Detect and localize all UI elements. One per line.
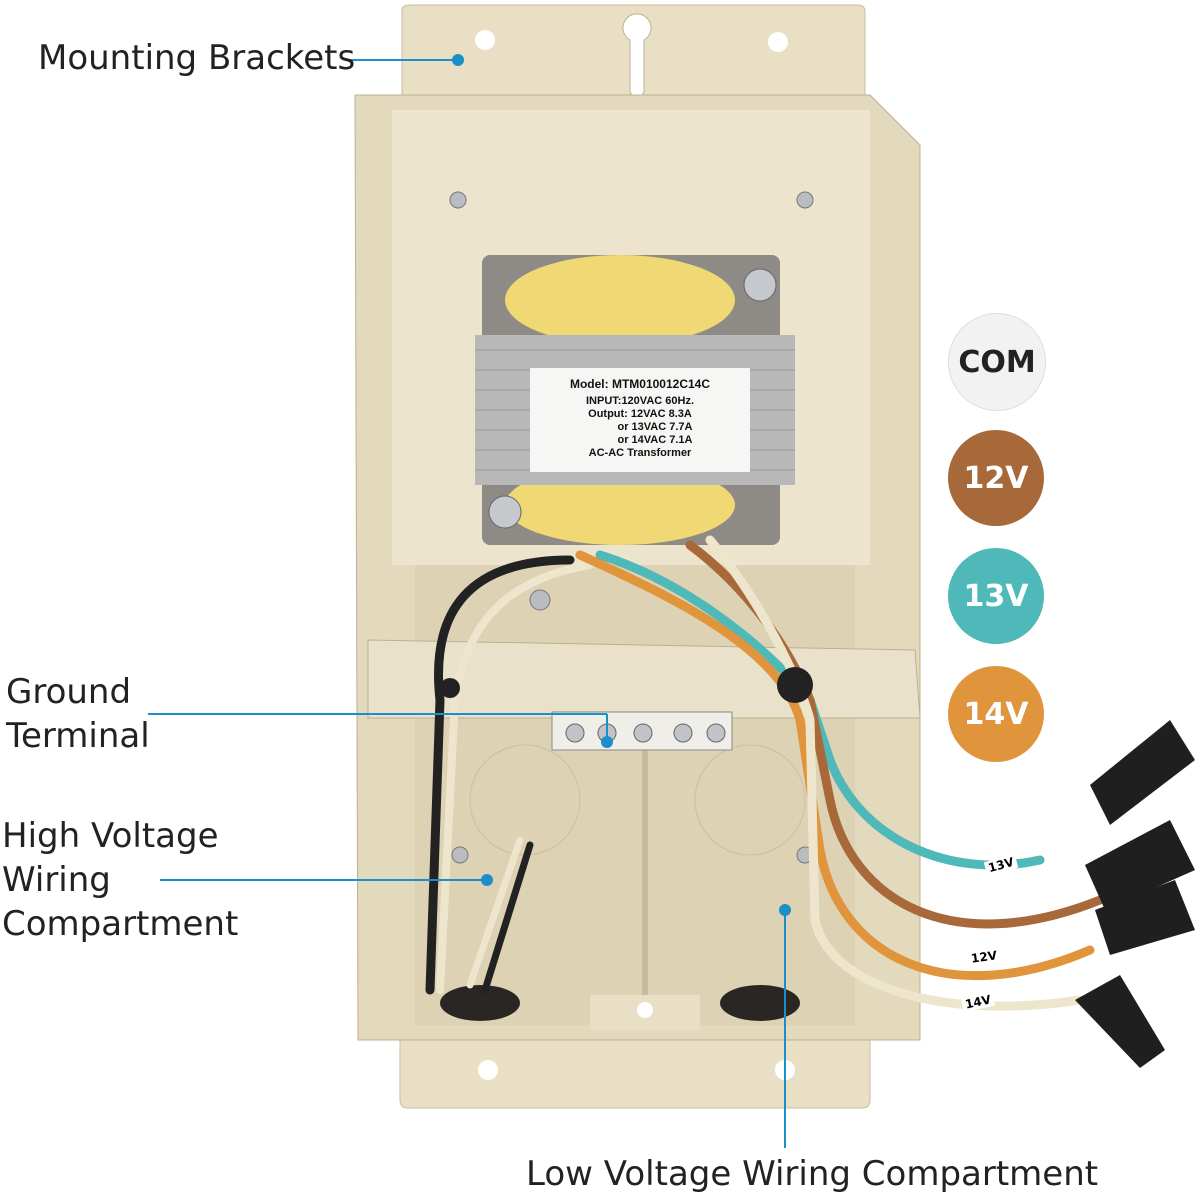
tap-label: 13V bbox=[963, 578, 1029, 614]
tap-label: 12V bbox=[963, 460, 1029, 496]
callout-line-2: Terminal bbox=[6, 716, 150, 756]
callout-line-2: Wiring bbox=[2, 860, 111, 900]
model-text: Model: MTM010012C14C bbox=[569, 377, 711, 391]
tap-badge-com: COM bbox=[948, 313, 1046, 411]
callout-mounting-brackets: Mounting Brackets bbox=[38, 38, 356, 78]
type-text: AC-AC Transformer bbox=[588, 447, 692, 459]
tap-label: COM bbox=[958, 344, 1036, 380]
tap-badge-14v: 14V bbox=[948, 666, 1044, 762]
callout-line-1: Ground bbox=[6, 672, 132, 712]
transformer-label: Model: MTM010012C14C INPUT:120VAC 60Hz. … bbox=[530, 368, 750, 472]
output-text-2: or 13VAC 7.7A bbox=[617, 421, 693, 433]
output-text-3: or 14VAC 7.1A bbox=[617, 434, 693, 446]
callout-line-3: Compartment bbox=[2, 904, 239, 944]
bottom-mounting-bracket bbox=[399, 1029, 871, 1109]
output-text-1: Output: 12VAC 8.3A bbox=[588, 408, 692, 420]
callout-ground-terminal: Ground Terminal bbox=[6, 670, 150, 758]
callout-high-voltage: High Voltage Wiring Compartment bbox=[2, 814, 238, 946]
tap-badge-12v: 12V bbox=[948, 430, 1044, 526]
tap-label: 14V bbox=[963, 696, 1029, 732]
wire-nuts bbox=[1075, 720, 1195, 1068]
callout-low-voltage: Low Voltage Wiring Compartment bbox=[526, 1154, 1099, 1194]
tap-badge-13v: 13V bbox=[948, 548, 1044, 644]
callout-line-1: High Voltage bbox=[2, 816, 219, 856]
input-text: INPUT:120VAC 60Hz. bbox=[586, 395, 694, 407]
